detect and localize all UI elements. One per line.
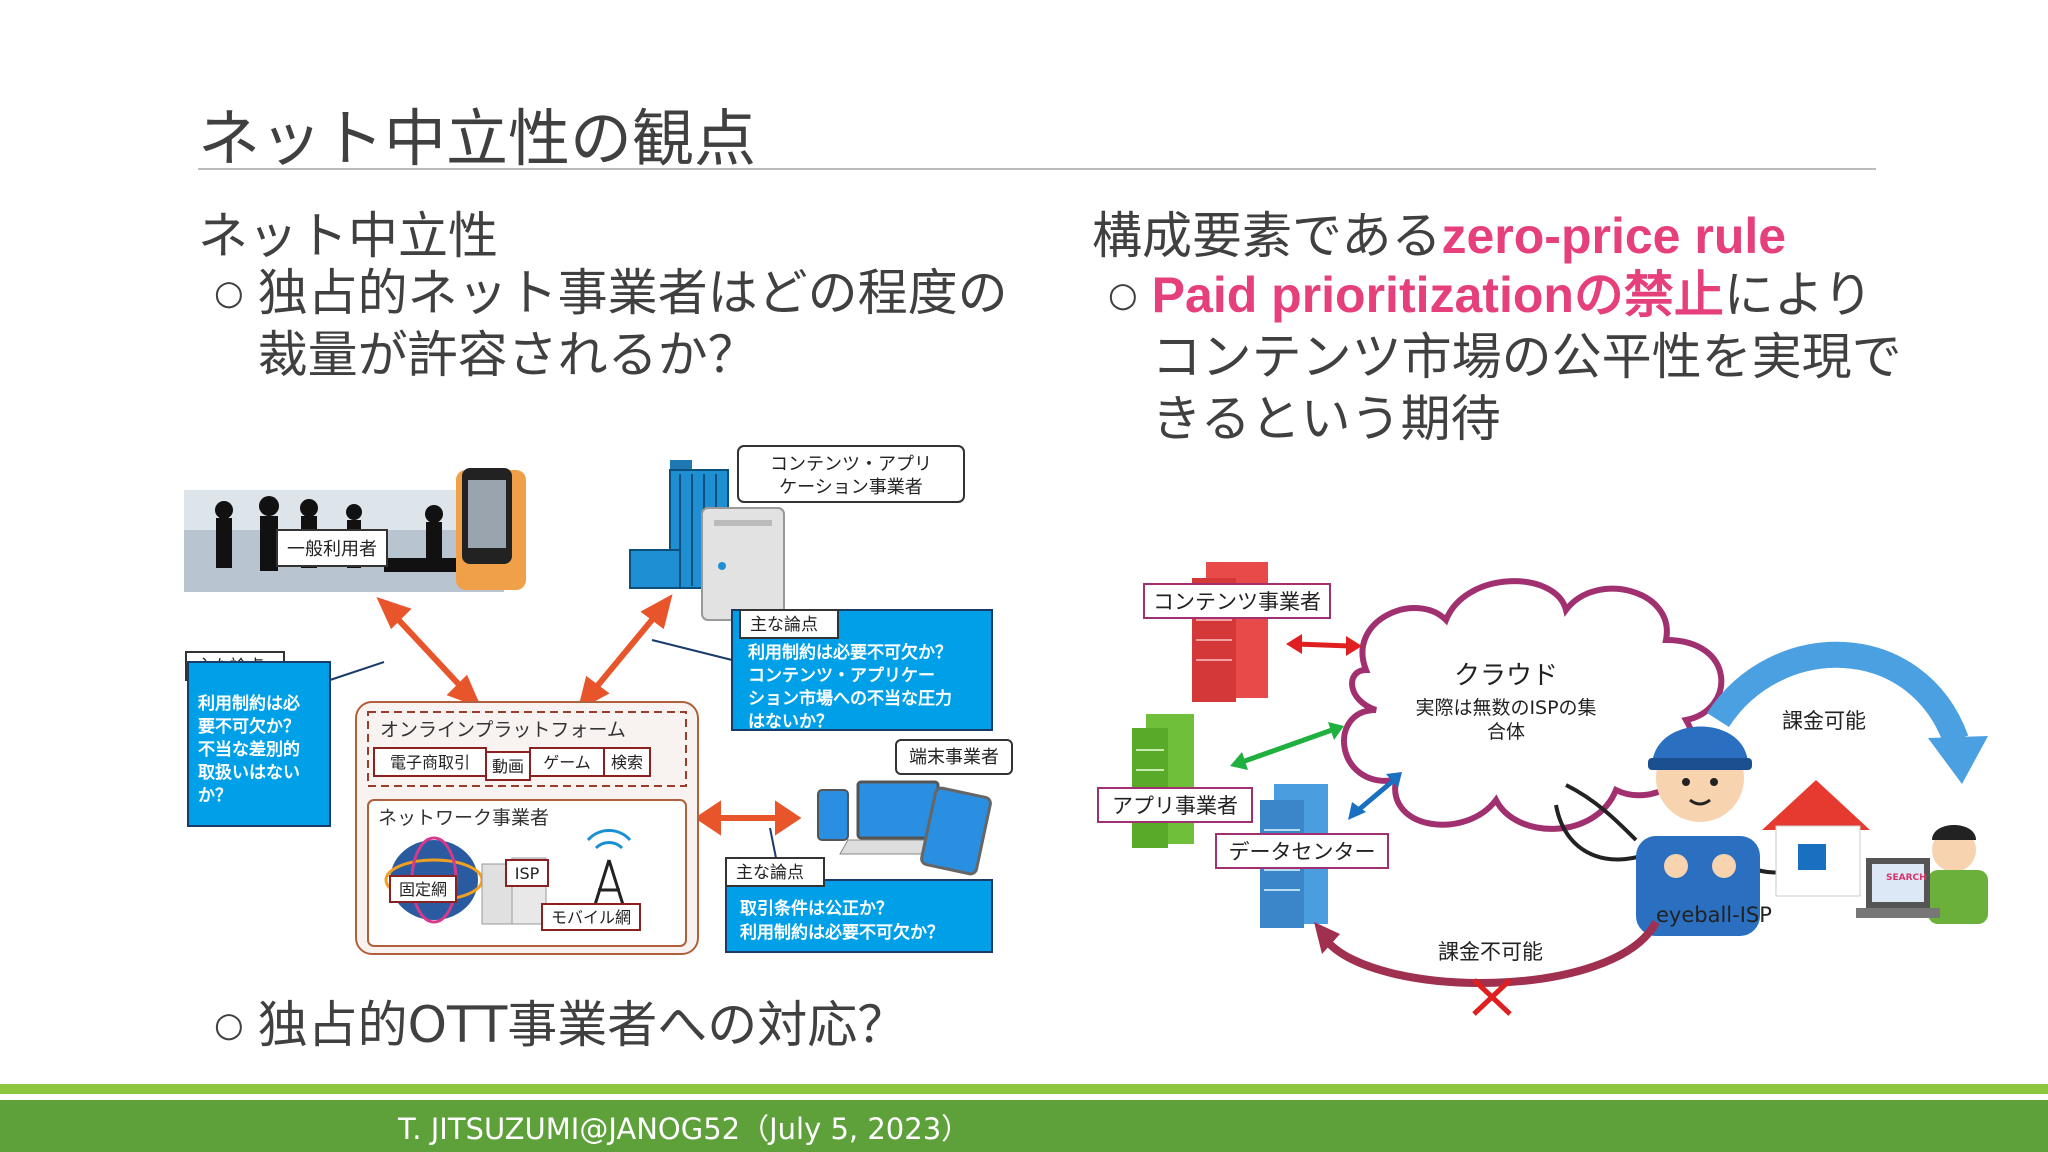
left-bullet-1: ○ 独占的ネット事業者はどの程度の裁量が許容されるか？ (214, 262, 1034, 386)
bullet-icon: ○ (1108, 275, 1138, 315)
chargeable-label: 課金可能 (1782, 709, 1866, 733)
cross-icon (1472, 978, 1512, 1016)
general-user-image (184, 468, 526, 592)
chargeable-arrow (1707, 641, 1969, 745)
right-bullet-1-text: Paid prioritizationの禁止によりコンテンツ市場の公平性を実現で… (1152, 264, 1912, 450)
data-center-label: データセンター (1229, 840, 1376, 864)
footer-accent-line (0, 1084, 2048, 1094)
ecommerce-box (373, 747, 487, 777)
game-label: ゲーム (543, 753, 591, 772)
fixed-network-label: 固定網 (399, 880, 447, 899)
issue-bottom-text: 取引条件は公正か？ 利用制約は必要不可欠か？ (740, 898, 944, 943)
antenna-icon (586, 829, 632, 909)
content-app-label-1: コンテンツ・アプリ (770, 454, 932, 475)
server-cloud-arrows (1230, 634, 1402, 820)
right-heading-prefix: 構成要素である (1092, 207, 1442, 265)
left-bullet-2: ○ 独占的OTT事業者への対応？ (214, 994, 907, 1056)
chargeable-arrow-head (1928, 736, 1988, 784)
eyeball-isp-label: eyeball-ISP (1656, 903, 1772, 927)
title-divider (198, 168, 1876, 170)
right-heading: 構成要素であるzero-price rule (1092, 196, 1786, 268)
paid-prioritization: Paid prioritizationの禁止 (1151, 267, 1724, 323)
content-app-label-box (737, 445, 965, 503)
not-chargeable-arrow (1322, 920, 1660, 987)
issue-top-text: 利用制約は必要不可欠か？ コンテンツ・アプリケー ション市場への不当な圧力 はな… (748, 642, 958, 732)
isp-label: ISP (515, 864, 540, 883)
arrows (376, 594, 802, 836)
terminal-operator-box (895, 739, 1013, 775)
house-icon (1762, 780, 1870, 897)
platform-label: オンラインプラットフォーム (380, 719, 626, 741)
issue-box-bottom (725, 879, 993, 953)
content-provider-box (1143, 583, 1331, 619)
callout-lines (329, 639, 777, 859)
search-box (603, 747, 651, 777)
content-provider-label: コンテンツ事業者 (1153, 590, 1321, 614)
footer-text: T. JITSUZUMI@JANOG52（July 5, 2023） (398, 1112, 971, 1146)
content-app-building-image (629, 460, 785, 621)
issue-label-top-box-front (739, 609, 839, 639)
issue-label-bottom: 主な論点 (736, 863, 804, 883)
mobile-network-box (541, 903, 641, 931)
issue-box-left (187, 661, 331, 827)
cloud-title: クラウド (1454, 661, 1558, 691)
issue-label-top-front: 主な論点 (750, 615, 818, 635)
isp-box (505, 859, 549, 887)
app-provider-box (1097, 787, 1253, 823)
cloud-sub-2: 合体 (1487, 721, 1525, 743)
devices-icon (817, 780, 992, 876)
footer-bar (0, 1100, 2048, 1152)
mobile-network-label: モバイル網 (551, 908, 631, 927)
right-diagram: コンテンツ事業者 アプリ事業者 データセンター クラウド 実際は無数のISPの集… (1097, 562, 1988, 1016)
terminal-operator-label: 端末事業者 (909, 747, 999, 768)
slide-title: ネット中立性の観点 (198, 102, 757, 175)
game-box (529, 747, 605, 777)
zero-price-rule: zero-price rule (1441, 208, 1787, 264)
issue-label-bottom-box (725, 857, 825, 887)
general-user-label: 一般利用者 (287, 539, 377, 560)
general-user-label-box (276, 529, 388, 567)
platform-dashed-box (367, 711, 687, 787)
bullet-icon: ○ (214, 1005, 244, 1045)
right-bullet-1: ○ Paid prioritizationの禁止によりコンテンツ市場の公平性を実現… (1108, 264, 1928, 450)
content-app-label-2: ケーション事業者 (779, 477, 923, 498)
data-center-box (1215, 833, 1389, 869)
ecommerce-label: 電子商取引 (390, 753, 470, 772)
left-heading: ネット中立性 (198, 207, 498, 265)
network-operator-label: ネットワーク事業者 (378, 807, 549, 829)
cloud-sub-1: 実際は無数のISPの集 (1415, 697, 1596, 719)
issue-left-text: 利用制約は必 要不可欠か？ 不当な差別的 取扱いはない か？ (198, 693, 306, 806)
app-provider-server (1132, 714, 1194, 848)
fixed-network-box (389, 875, 457, 903)
not-chargeable-label: 課金不可能 (1438, 940, 1543, 964)
app-provider-label: アプリ事業者 (1112, 794, 1238, 818)
right-bullet-rest: によりコンテンツ市場の公平性を実現できるという期待 (1151, 266, 1902, 448)
eyeball-isp-worker (1636, 726, 1760, 936)
left-bullet-2-text: 独占的OTT事業者への対応？ (257, 996, 908, 1054)
left-diagram: 一般利用者 コンテンツ・アプリ ケーション事業者 主な論点 利用制約は必 要不可… (184, 445, 1013, 955)
not-chargeable-arrow-head (1314, 922, 1340, 954)
bullet-icon: ○ (214, 273, 244, 313)
search-label: 検索 (611, 753, 643, 772)
search-screen-label: SEARCH (1886, 873, 1927, 883)
video-label: 動画 (492, 757, 524, 776)
end-user-icon (1856, 825, 1988, 924)
left-bullet-1-text: 独占的ネット事業者はどの程度の裁量が許容されるか？ (257, 264, 1008, 384)
